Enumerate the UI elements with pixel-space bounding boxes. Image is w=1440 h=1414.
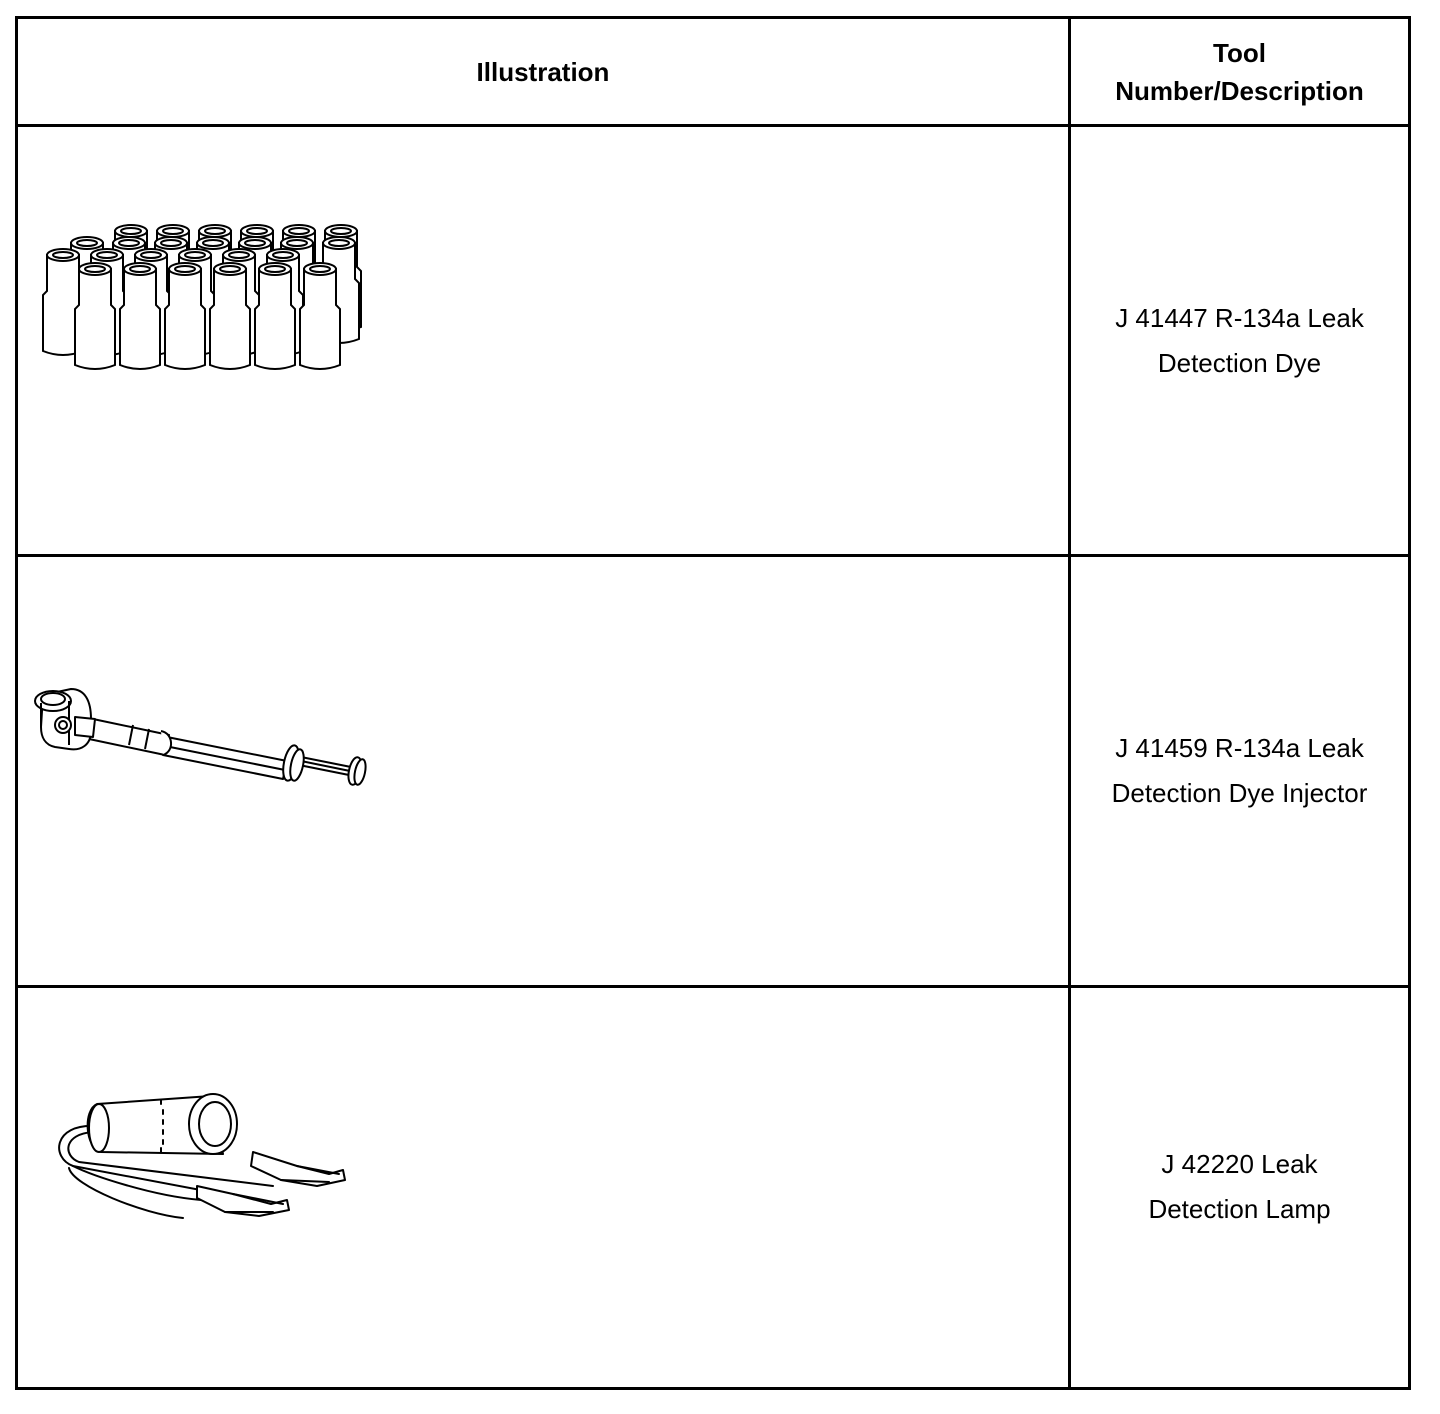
dye-bottle-opening [202, 239, 224, 248]
leak-detection-lamp-icon [58, 1092, 346, 1219]
dye-bottle-opening [204, 227, 226, 236]
tool-description-line1: J 41447 R-134a Leak [1115, 302, 1364, 333]
dye-bottle-opening [264, 265, 286, 274]
special-tools-table: Illustration Tool Number/Description J 4… [15, 15, 1411, 1391]
table-row: J 41459 R-134a Leak Detection Dye Inject… [15, 554, 1411, 988]
tool-description-cell: J 42220 Leak Detection Lamp [1068, 984, 1411, 1391]
tool-description-line1: J 42220 Leak [1161, 1149, 1318, 1180]
dye-bottle-opening [52, 251, 74, 260]
tool-description-header: Tool Number/Description [1068, 15, 1411, 128]
dye-bottle [164, 268, 206, 371]
illustration-cell [15, 124, 1071, 558]
dye-bottle-opening [219, 265, 241, 274]
tool-description-line2: Detection Dye Injector [1111, 778, 1368, 809]
dye-bottle [119, 268, 161, 371]
tool-header-line1: Tool [1213, 37, 1266, 68]
dye-bottle-opening [184, 251, 206, 260]
dye-bottle-opening [84, 265, 106, 274]
dye-bottle-opening [160, 239, 182, 248]
dye-bottle-opening [120, 227, 142, 236]
table-row: J 41447 R-134a Leak Detection Dye [15, 124, 1411, 558]
tool-header-line2: Number/Description [1115, 75, 1364, 106]
dye-bottle [254, 268, 296, 371]
illustration-header: Illustration [15, 15, 1071, 128]
tool-description-line2: Detection Dye [1157, 347, 1322, 378]
dye-bottle-opening [246, 227, 268, 236]
tool-description-cell: J 41459 R-134a Leak Detection Dye Inject… [1068, 554, 1411, 988]
dye-bottle-opening [309, 265, 331, 274]
dye-bottle-opening [328, 239, 350, 248]
dye-bottle-opening [174, 265, 196, 274]
dye-bottle-opening [140, 251, 162, 260]
dye-bottle [74, 268, 116, 371]
dye-bottle-opening [244, 239, 266, 248]
dye-bottle [209, 268, 251, 371]
dye-injector-icon [34, 688, 367, 787]
dye-bottle-opening [288, 227, 310, 236]
dye-bottle-opening [129, 265, 151, 274]
dye-bottle-opening [162, 227, 184, 236]
dye-bottle [299, 268, 341, 371]
tool-description-cell: J 41447 R-134a Leak Detection Dye [1068, 124, 1411, 558]
illustration-cell [15, 554, 1071, 988]
dye-bottle-opening [96, 251, 118, 260]
tool-description-line1: J 41459 R-134a Leak [1115, 733, 1364, 764]
tool-description-line2: Detection Lamp [1148, 1194, 1331, 1225]
dye-bottle-opening [272, 251, 294, 260]
dye-bottle-opening [76, 239, 98, 248]
illustration-cell [15, 984, 1071, 1391]
dye-bottle-opening [286, 239, 308, 248]
table-row: J 42220 Leak Detection Lamp [15, 984, 1411, 1391]
table-header-row: Illustration Tool Number/Description [15, 15, 1411, 128]
dye-bottle-opening [118, 239, 140, 248]
dye-bottle-opening [228, 251, 250, 260]
dye-bottle-opening [330, 227, 352, 236]
dye-bottles-icon [42, 224, 362, 371]
